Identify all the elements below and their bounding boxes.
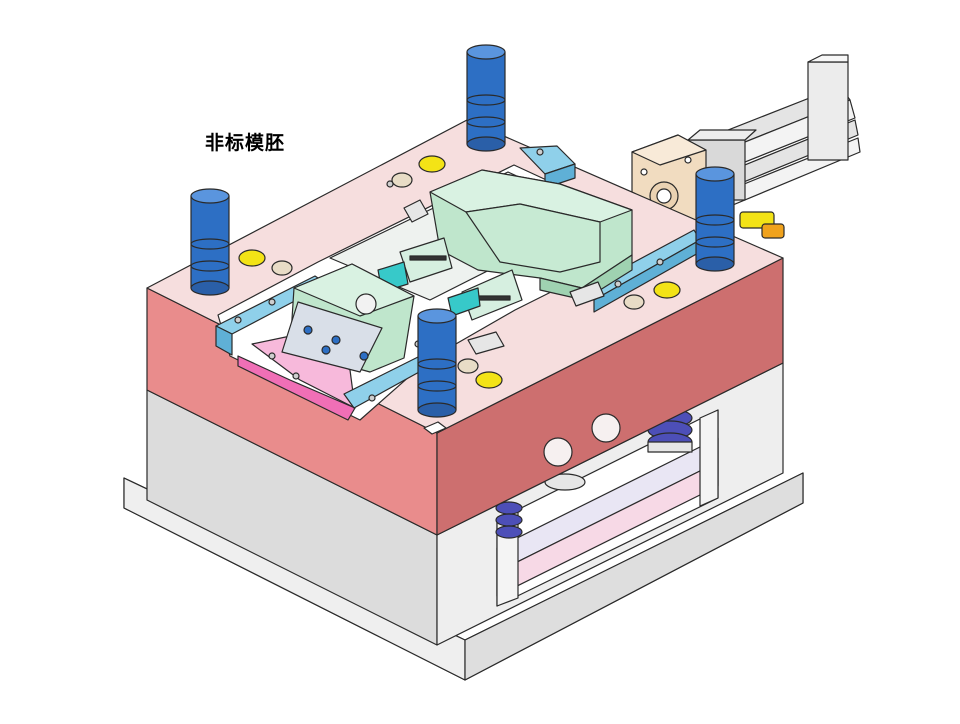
yellow-markers xyxy=(238,155,681,389)
guide-pillar-icon xyxy=(190,44,735,418)
slider-icon xyxy=(429,169,633,301)
caption-label: 非标模胚 xyxy=(205,132,286,154)
support-plate xyxy=(146,362,784,646)
blue-locating-strips xyxy=(215,145,701,409)
hydraulic-cylinder-icon xyxy=(609,54,861,239)
